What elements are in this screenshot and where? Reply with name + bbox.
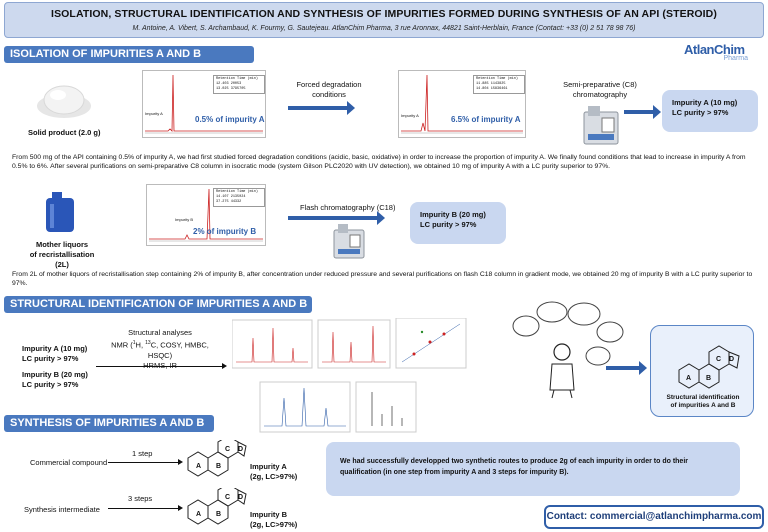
synth-a-ring-a: A bbox=[196, 463, 202, 470]
step1-label: 1 step bbox=[132, 449, 153, 458]
forced-degradation-label: Forced degradation conditions bbox=[296, 80, 362, 99]
chart3-percentage: 2% of impurity B bbox=[193, 227, 257, 236]
isolation-paragraph-b: From 2L of mother liquors of recristalli… bbox=[12, 271, 753, 287]
synth-b-ring-a: A bbox=[196, 511, 202, 518]
chromatograph-icon-1 bbox=[583, 106, 619, 145]
hplc-table-3: Retention Time (min) 14.107 2135024 37.2… bbox=[213, 188, 265, 207]
analysis-arrow bbox=[96, 363, 227, 369]
commercial-compound-label: Commercial compound bbox=[30, 458, 108, 467]
synth-a-ring-c: C bbox=[225, 446, 231, 453]
synth-b-ring-c: C bbox=[225, 494, 231, 501]
chart2-percentage: 6.5% of impurity A bbox=[451, 115, 521, 124]
impurity-a-box: Impurity A (10 mg) LC purity > 97% bbox=[662, 90, 758, 132]
spectrum-3 bbox=[259, 381, 351, 433]
spectrum-ms bbox=[355, 381, 417, 433]
synth-b-ring-d: D bbox=[238, 494, 244, 501]
isolation-paragraph-a: From 500 mg of the API containing 0.5% o… bbox=[12, 154, 746, 170]
semiprep-label: Semi-preparative (C8) chromatography bbox=[563, 80, 637, 99]
powder-icon bbox=[37, 85, 91, 118]
spectra-collage bbox=[232, 318, 467, 433]
hplc-chart-2: Retention Time (min) 11.885 1143825 14.8… bbox=[398, 70, 526, 138]
synthesis-arrow-1 bbox=[108, 459, 183, 465]
identification-arrow bbox=[606, 361, 647, 375]
canister-icon bbox=[46, 192, 74, 232]
hplc-table-1: Retention Time (min) 12.403 20053 13.025… bbox=[213, 75, 265, 94]
chromatograph-icon-2 bbox=[333, 224, 365, 259]
ring-b: B bbox=[706, 375, 712, 382]
contact-box[interactable]: Contact: commercial@atlanchimpharma.com bbox=[544, 505, 764, 529]
chart1-percentage: 0.5% of impurity A bbox=[195, 115, 265, 124]
struct-impurity-a: Impurity A (10 mg) LC purity > 97% bbox=[22, 344, 88, 363]
structural-analyses-block: Structural analyses NMR (1H, 13C, COSY, … bbox=[111, 328, 209, 370]
ring-a: A bbox=[686, 375, 692, 382]
struct-impurity-b: Impurity B (20 mg) LC purity > 97% bbox=[22, 370, 88, 389]
spectrum-2 bbox=[317, 319, 391, 369]
hplc-trace-3 bbox=[149, 188, 263, 242]
section-isolation: ISOLATION OF IMPURITIES A AND B bbox=[4, 46, 254, 63]
hplc-chart-1: Retention Time (min) 12.403 20053 13.025… bbox=[142, 70, 266, 138]
structural-identification-label: Structural identification of impurities … bbox=[666, 394, 740, 409]
peak-label-1: Impurity A bbox=[145, 111, 163, 116]
spectrum-1 bbox=[232, 319, 313, 369]
steroid-structure-b bbox=[187, 488, 247, 525]
step3-label: 3 steps bbox=[128, 494, 153, 503]
section-synthesis: SYNTHESIS OF IMPURITIES A AND B bbox=[4, 415, 214, 432]
process-arrow-3 bbox=[288, 211, 385, 225]
hplc-trace-1 bbox=[145, 74, 263, 134]
conclusion-box: We had successfully developped two synth… bbox=[326, 442, 740, 496]
ring-c: C bbox=[716, 356, 722, 363]
hplc-table-2: Retention Time (min) 11.885 1143825 14.8… bbox=[473, 75, 525, 94]
flash-chromatography-label: Flash chromatography (C18) bbox=[300, 203, 396, 212]
section-structural: STRUCTURAL IDENTIFICATION OF IMPURITIES … bbox=[4, 296, 312, 313]
hplc-chart-3: Retention Time (min) 14.107 2135024 37.2… bbox=[146, 184, 266, 246]
peak-label-2: Impurity A bbox=[401, 113, 419, 118]
synth-impurity-b: Impurity B (2g, LC>97%) bbox=[250, 510, 298, 529]
hplc-trace-2 bbox=[401, 74, 523, 134]
poster-header: ISOLATION, STRUCTURAL IDENTIFICATION AND… bbox=[4, 2, 764, 38]
poster-title: ISOLATION, STRUCTURAL IDENTIFICATION AND… bbox=[51, 8, 717, 20]
process-arrow-2 bbox=[624, 105, 661, 119]
impurity-b-box: Impurity B (20 mg) LC purity > 97% bbox=[410, 202, 506, 244]
synthesis-arrow-2 bbox=[108, 505, 183, 511]
logo-sub: Pharma bbox=[723, 55, 748, 62]
synthesis-intermediate-label: Synthesis intermediate bbox=[24, 505, 100, 514]
spectrum-2d bbox=[395, 318, 467, 369]
steroid-structure-1 bbox=[678, 345, 740, 389]
mother-liquors-label: Mother liquors of recristallisation (2L) bbox=[29, 240, 95, 269]
synth-a-ring-d: D bbox=[238, 446, 244, 453]
structural-identification-box: A B C D Structural identification of imp… bbox=[650, 325, 754, 417]
peak-label-3: Impurity B bbox=[175, 217, 194, 222]
atlanchim-logo: AtlanChim Pharma bbox=[684, 42, 748, 62]
synth-b-ring-b: B bbox=[216, 511, 222, 518]
synth-impurity-a: Impurity A (2g, LC>97%) bbox=[250, 462, 298, 481]
ring-d: D bbox=[729, 356, 735, 363]
steroid-structure-a bbox=[187, 440, 247, 477]
solid-product-label: Solid product (2.0 g) bbox=[28, 128, 101, 137]
logo-name: AtlanChim bbox=[684, 42, 745, 57]
thinking-person-icon bbox=[512, 301, 624, 399]
poster-authors: M. Antoine, A. Vibert, S. Archambaud, K.… bbox=[132, 25, 636, 32]
synth-a-ring-b: B bbox=[216, 463, 222, 470]
process-arrow-1 bbox=[288, 101, 355, 115]
